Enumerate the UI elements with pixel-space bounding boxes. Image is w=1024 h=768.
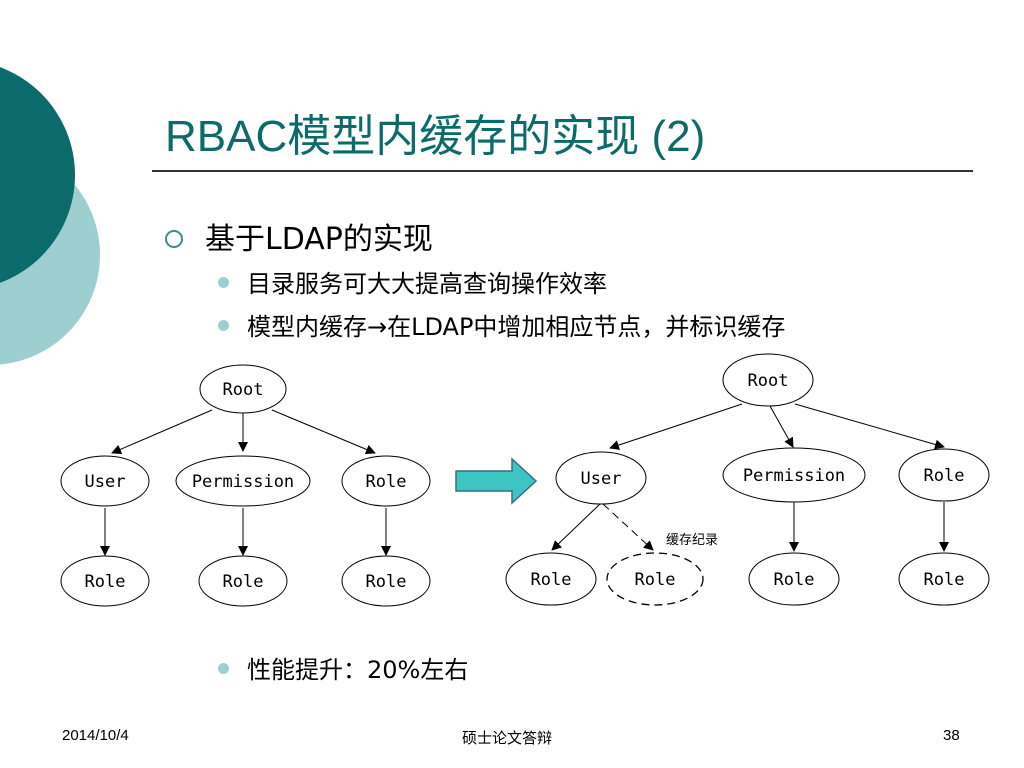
left-leaf-role-2: Role [223,572,264,592]
dot-bullet-icon [218,662,229,674]
right-cached-role: Role [635,570,676,590]
right-leaf-role-3: Role [774,570,815,590]
transform-arrow-icon [455,457,538,505]
right-root-label: Root [748,371,789,391]
left-permission-label: Permission [192,472,294,492]
left-leaf-role-1: Role [85,572,126,592]
left-tree: Root User Permission Role Role Role Role [60,364,431,607]
right-edges [551,403,949,552]
footer-title: 硕士论文答辩 [462,729,553,747]
right-role-label: Role [924,466,965,486]
left-edges [100,409,391,556]
right-nodes [505,353,990,606]
footer-date: 2014/10/4 [62,727,129,744]
dot-bullet-icon [218,276,229,288]
left-nodes [60,364,431,607]
right-leaf-role-1: Role [531,570,572,590]
sub-bullet-2: 模型内缓存→在LDAP中增加相应节点，并标识缓存 [218,307,785,342]
main-bullet: 基于LDAP的实现 [165,214,433,258]
left-role-label: Role [366,472,407,492]
right-permission-label: Permission [743,466,845,486]
sub-bullet-3: 性能提升：20%左右 [218,650,468,685]
right-user-label: User [581,469,622,489]
left-user-label: User [85,472,126,492]
dot-bullet-icon [218,319,229,331]
sub-bullet-3-text: 性能提升：20%左右 [247,656,469,684]
sub-bullet-2-text: 模型内缓存→在LDAP中增加相应节点，并标识缓存 [247,313,786,341]
cache-record-label: 缓存纪录 [666,533,718,548]
main-bullet-text: 基于LDAP的实现 [205,222,433,257]
decorative-circles [0,67,100,365]
title-divider [152,170,973,172]
slide-title: RBAC模型内缓存的实现 (2) [165,112,706,161]
sub-bullet-1-text: 目录服务可大大提高查询操作效率 [247,270,607,298]
right-leaf-role-4: Role [924,570,965,590]
hollow-circle-bullet-icon [165,229,183,248]
right-tree: Root User Permission Role Role Role Role… [505,353,990,606]
page-number: 38 [943,727,960,744]
left-leaf-role-3: Role [366,572,407,592]
left-root-label: Root [223,380,264,400]
sub-bullet-1: 目录服务可大大提高查询操作效率 [218,264,607,299]
ldap-tree-diagram: Root User Permission Role Role Role Role [60,353,990,607]
